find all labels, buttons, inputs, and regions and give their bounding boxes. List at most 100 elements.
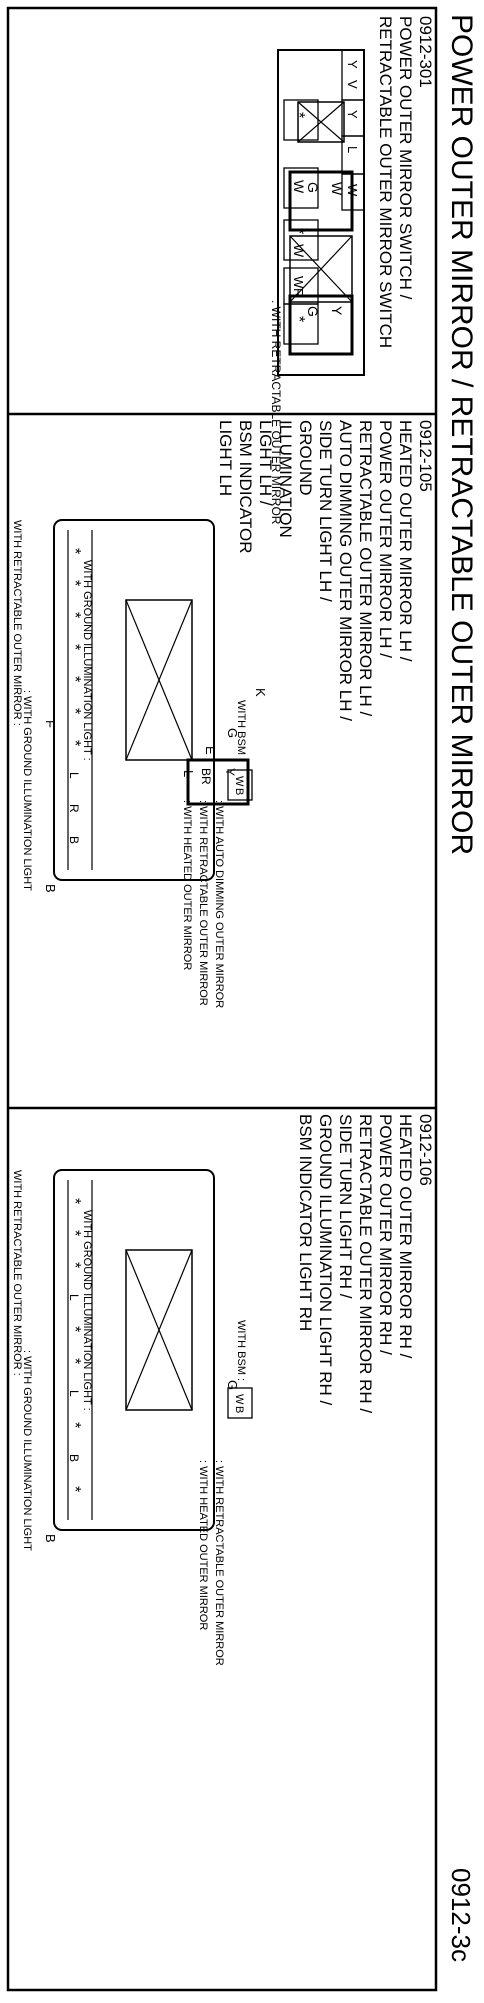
panel-desc-line: RETRACTABLE OUTER MIRROR LH /: [356, 420, 375, 717]
note-ground-illumination: : WITH GROUND ILLUMINATION LIGHT: [21, 690, 33, 891]
pin-wire-code: *: [66, 644, 83, 650]
page-code: 0912-3c: [446, 1868, 476, 1962]
pin-letter: E: [203, 746, 218, 755]
pin-letter: G: [225, 1380, 240, 1390]
note-retractable: : WITH RETRACTABLE OUTER MIRROR: [197, 800, 209, 1006]
pin-wire-code: *: [66, 580, 83, 586]
panel-desc-line: POWER OUTER MIRROR RH /: [376, 1114, 395, 1355]
pin-wire-code: *: [66, 548, 83, 554]
pin-wire-code: Y: [345, 60, 360, 69]
pin-wire-code: L: [67, 1390, 81, 1397]
pin-row-bottom: * W * W W R *: [283, 99, 319, 345]
pin-wire-code: Y: [329, 306, 345, 316]
bsm-pin: [227, 769, 253, 801]
pin-wire-code: *: [66, 740, 83, 746]
bsm-pin: [227, 1387, 253, 1419]
pin-wire-code: W: [233, 776, 245, 787]
note-retractable: : WITH RETRACTABLE OUTER MIRROR: [213, 1460, 225, 1666]
pin-wire-code: V: [345, 80, 360, 89]
connector-lock: [289, 235, 353, 303]
auto-dimming-pin-box: [186, 758, 250, 806]
with-retractable-label: WITH RETRACTABLE OUTER MIRROR :: [11, 520, 23, 726]
with-ground-illumination-label: WITH GROUND ILLUMINATION LIGHT :: [81, 560, 93, 761]
pin-grid: * * * * * * * L R B: [66, 530, 93, 870]
with-bsm-label: WITH BSM :: [235, 700, 247, 761]
panel-code: 0912-106: [416, 1114, 435, 1186]
pin-wire-code: L: [67, 772, 81, 779]
pin-letter: L: [181, 770, 196, 777]
connector-body: [277, 49, 365, 376]
panel-desc-line: POWER OUTER MIRROR LH /: [376, 420, 395, 658]
pin-wire-code: *: [66, 1422, 83, 1428]
connector-latch: [297, 101, 345, 143]
pin-wire-code: *: [66, 1230, 83, 1236]
panel-desc-line: SIDE TURN LIGHT RH /: [336, 1114, 355, 1299]
page-title: POWER OUTER MIRROR / RETRACTABLE OUTER M…: [445, 14, 478, 855]
pin-wire-code: B: [233, 788, 245, 795]
pin-wire-code: *: [66, 1262, 83, 1268]
retractable-pin-box: [288, 170, 354, 232]
panel-desc-line: GROUND: [296, 420, 315, 496]
pin-wire-code: W: [329, 182, 345, 196]
note-heated: : WITH HEATED OUTER MIRROR: [181, 800, 193, 970]
pin-wire-code: *: [290, 228, 307, 234]
panel-desc-line: POWER OUTER MIRROR SWITCH /: [396, 16, 415, 300]
note-auto-dimming: : WITH AUTO DIMMING OUTER MIRROR: [213, 800, 225, 1008]
panel-0912-105: 0912-105 HEATED OUTER MIRROR LH / POWER …: [11, 420, 435, 1008]
note-heated: : WITH HEATED OUTER MIRROR: [197, 1460, 209, 1630]
panel-desc-line: BSM INDICATOR LIGHT RH: [296, 1114, 315, 1331]
pin-letter: F: [43, 720, 58, 728]
pin-wire-code: W: [291, 276, 306, 289]
connector-lock: [125, 1249, 193, 1411]
panel-code: 0912-105: [416, 420, 435, 492]
connector-body: [53, 519, 215, 881]
panel-desc-line: RETRACTABLE OUTER MIRROR SWITCH: [376, 16, 395, 348]
panel-code: 0912-301: [416, 16, 435, 88]
pin-wire-code: *: [66, 1326, 83, 1332]
pin-wire-code: G: [305, 182, 321, 193]
panel-desc-line: AUTO DIMMING OUTER MIRROR LH /: [336, 420, 355, 721]
note-with-retractable: : WITH RETRACTABLE OUTER MIRROR: [269, 300, 283, 525]
pin-wire-code: *: [66, 612, 83, 618]
pin-wire-code: *: [66, 1198, 83, 1204]
pin-wire-code: *: [290, 112, 307, 118]
pin-wire-code: G: [305, 306, 321, 317]
panel-0912-106: 0912-106 HEATED OUTER MIRROR RH / POWER …: [11, 1114, 435, 1666]
pin-wire-code: B: [233, 1406, 245, 1413]
panel-desc-line: LIGHT LH: [216, 420, 235, 496]
pin-wire-code: L: [67, 1294, 81, 1301]
connector-body: [53, 1169, 215, 1531]
pin-grid: * * * L * * L * B *: [66, 1180, 93, 1520]
pin-wire-code: BR: [199, 768, 213, 785]
pin-wire-code: W: [291, 180, 307, 194]
pin-wire-code: R: [291, 288, 306, 297]
retractable-pin-box: [288, 294, 354, 356]
pin-wire-code: *: [66, 1486, 83, 1492]
panel-desc-line: LIGHT LH /: [256, 420, 275, 506]
outer-frame: [6, 6, 438, 1992]
pin-wire-code: B: [67, 836, 81, 844]
pin-letter: G: [225, 728, 240, 738]
panel-desc-line: BSM INDICATOR: [236, 420, 255, 554]
pin-wire-code: *: [66, 708, 83, 714]
with-bsm-label: WITH BSM :: [235, 1320, 247, 1381]
with-ground-illumination-label: WITH GROUND ILLUMINATION LIGHT :: [81, 1210, 93, 1411]
panel-desc-line: GROUND ILLUMINATION LIGHT RH /: [316, 1114, 335, 1406]
pin-wire-code: L: [345, 146, 360, 153]
pin-wire-code: *: [290, 316, 307, 322]
with-retractable-label: WITH RETRACTABLE OUTER MIRROR :: [11, 1170, 23, 1376]
pin-wire-code: Y: [345, 110, 360, 119]
pin-letter: B: [43, 1534, 58, 1543]
panel-desc-line: ILLUMINATION: [276, 420, 295, 538]
panel-0912-301: 0912-301 POWER OUTER MIRROR SWITCH / RET…: [269, 16, 435, 525]
pin-wire-code: B: [67, 1454, 81, 1462]
note-ground-illumination: : WITH GROUND ILLUMINATION LIGHT: [21, 1350, 33, 1551]
pin-wire-code: R: [67, 804, 81, 813]
panel-desc-line: HEATED OUTER MIRROR LH /: [396, 420, 415, 662]
pin-wire-code: *: [66, 1358, 83, 1364]
panel-desc-line: RETRACTABLE OUTER MIRROR RH /: [356, 1114, 375, 1413]
pin-letter: B: [43, 884, 58, 893]
panel-desc-line: SIDE TURN LIGHT LH /: [316, 420, 335, 602]
